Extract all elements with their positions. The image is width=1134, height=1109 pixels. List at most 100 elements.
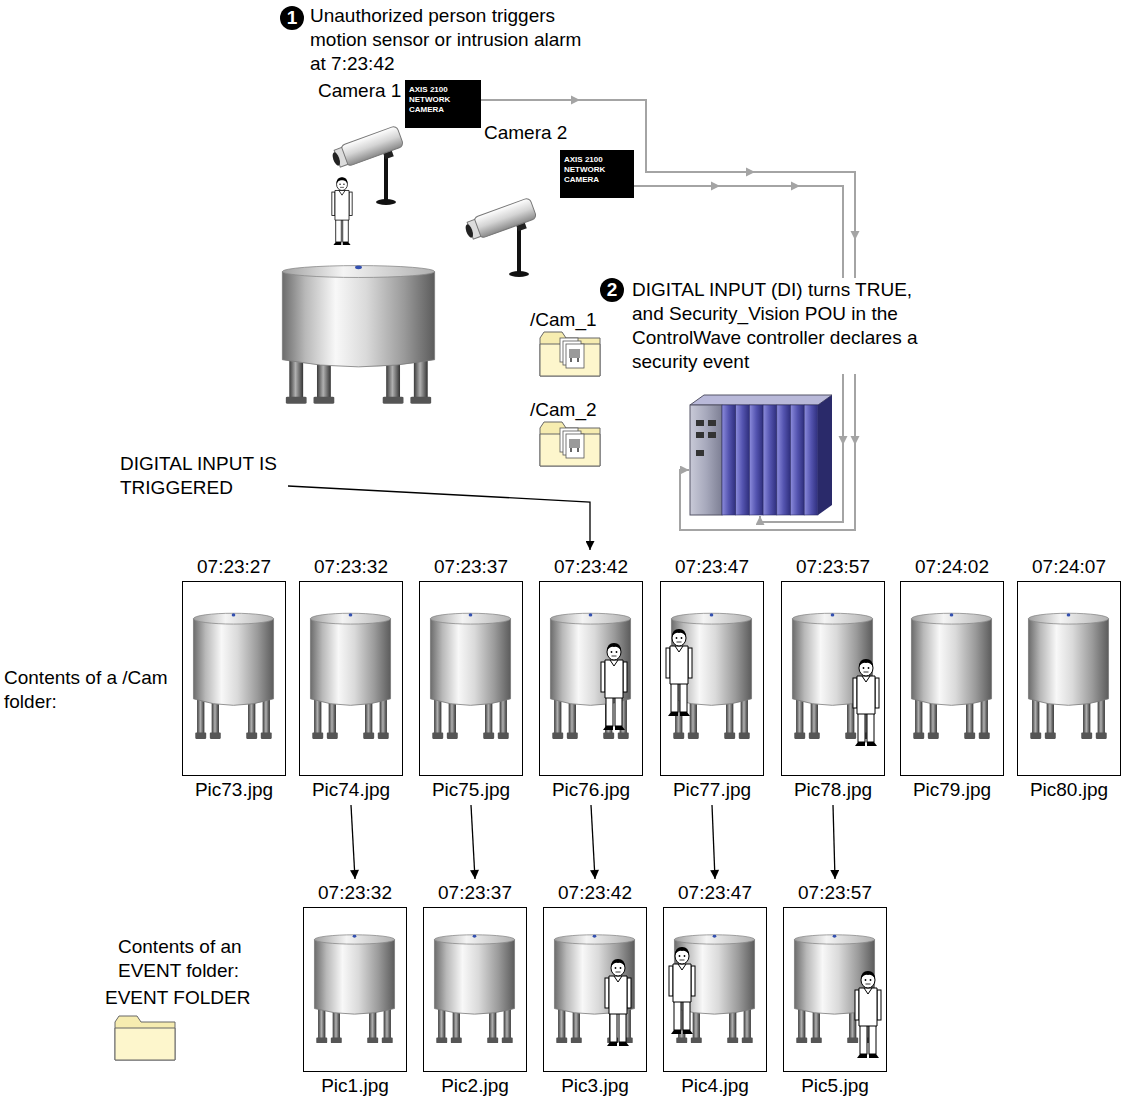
person-figure (349, 192, 352, 215)
camera-figure (330, 125, 406, 205)
tank-figure (831, 613, 835, 616)
person-figure (866, 984, 871, 985)
tank-figure (314, 935, 394, 1043)
copy-arrow (351, 805, 355, 879)
tank-figure (316, 1037, 327, 1043)
folder-icon (540, 344, 600, 376)
person-figure (603, 726, 613, 730)
tank-figure (353, 935, 357, 938)
person-figure (605, 959, 631, 1046)
controller-figure (791, 405, 805, 515)
person-figure (675, 948, 689, 964)
person-figure (669, 947, 695, 1034)
person-figure (615, 726, 625, 730)
tank-figure (314, 397, 335, 404)
person-figure (675, 646, 683, 652)
tank-figure (981, 699, 988, 734)
tank-figure (498, 732, 509, 739)
person-figure (673, 964, 691, 1002)
tank-figure (809, 732, 820, 739)
tank-figure (193, 613, 273, 624)
person-figure (675, 947, 689, 955)
picture-frame: 07:23:32Pic1.jpg (303, 882, 407, 1097)
flow-arrowhead (791, 182, 800, 191)
person-figure (864, 988, 872, 994)
tank-figure (261, 732, 272, 739)
flow-arrowhead (851, 436, 860, 445)
file-name: Pic74.jpg (312, 779, 390, 801)
folder-icon (540, 332, 600, 376)
person-figure (858, 712, 865, 742)
picture-frame: 07:23:27Pic73.jpg (182, 556, 286, 801)
folder-icon (566, 344, 584, 368)
person-figure (861, 972, 875, 988)
copy-arrow (712, 805, 715, 879)
camera-figure (330, 125, 406, 176)
file-name: Pic79.jpg (913, 779, 991, 801)
tank-figure (727, 1037, 738, 1043)
tank-figure (674, 935, 754, 944)
person-figure (861, 971, 875, 979)
tank-figure (964, 732, 975, 739)
tank-figure (378, 732, 389, 739)
tank-figure (327, 732, 338, 739)
snapshot-image (304, 908, 405, 1070)
picture-border (543, 907, 647, 1072)
tank-figure (473, 935, 477, 938)
tank-figure (798, 1009, 805, 1039)
tank-figure (811, 1037, 822, 1043)
tank-figure (691, 1037, 702, 1043)
tank-figure (550, 619, 630, 706)
tank-figure (414, 360, 428, 398)
tank-figure (550, 613, 630, 624)
person-figure (610, 1012, 617, 1042)
tank-figure (567, 732, 578, 739)
tank-figure (911, 619, 991, 706)
tank-figure (1028, 613, 1108, 739)
file-name: Pic1.jpg (321, 1075, 389, 1097)
person-figure (601, 643, 627, 730)
controller-figure (696, 450, 704, 456)
person-figure (875, 678, 879, 708)
picture-border (1017, 581, 1121, 776)
camera-tag-text: AXIS 2100 NETWORK CAMERA (409, 85, 469, 115)
folder-icon (563, 341, 581, 365)
tank-figure (710, 613, 714, 616)
tank-figure (739, 732, 750, 739)
tank-figure (367, 1037, 378, 1043)
person-figure (666, 629, 692, 716)
timestamp: 07:23:57 (796, 556, 870, 578)
person-figure (855, 990, 859, 1020)
tank-figure (589, 613, 593, 616)
person-figure (611, 959, 625, 967)
controller-figure (696, 420, 704, 426)
tank-figure (845, 732, 856, 739)
timestamp: 07:23:37 (434, 556, 508, 578)
person-figure (623, 662, 627, 692)
tank-figure (550, 613, 630, 739)
tank-figure (713, 935, 717, 938)
tank-figure (282, 266, 434, 278)
tank-figure (289, 360, 303, 398)
tank-figure (386, 360, 400, 398)
tank-figure (487, 1037, 498, 1043)
tank-figure (950, 613, 954, 616)
tank-figure (193, 619, 273, 706)
folder-icon (540, 332, 600, 376)
tank-figure (434, 935, 514, 1043)
camera-figure (517, 228, 521, 274)
callout-number: 2 (600, 278, 624, 302)
controller-figure (749, 405, 763, 515)
person-figure (612, 656, 617, 657)
tank-figure (434, 935, 514, 944)
person-figure (867, 742, 877, 746)
copy-arrow (471, 805, 475, 879)
controller-figure (804, 405, 818, 515)
tank-figure (1028, 619, 1108, 706)
callout-number: 1 (280, 6, 304, 30)
picture-border (539, 581, 643, 776)
tank-figure (1098, 699, 1105, 734)
person-figure (607, 643, 621, 651)
timestamp: 07:24:07 (1032, 556, 1106, 578)
